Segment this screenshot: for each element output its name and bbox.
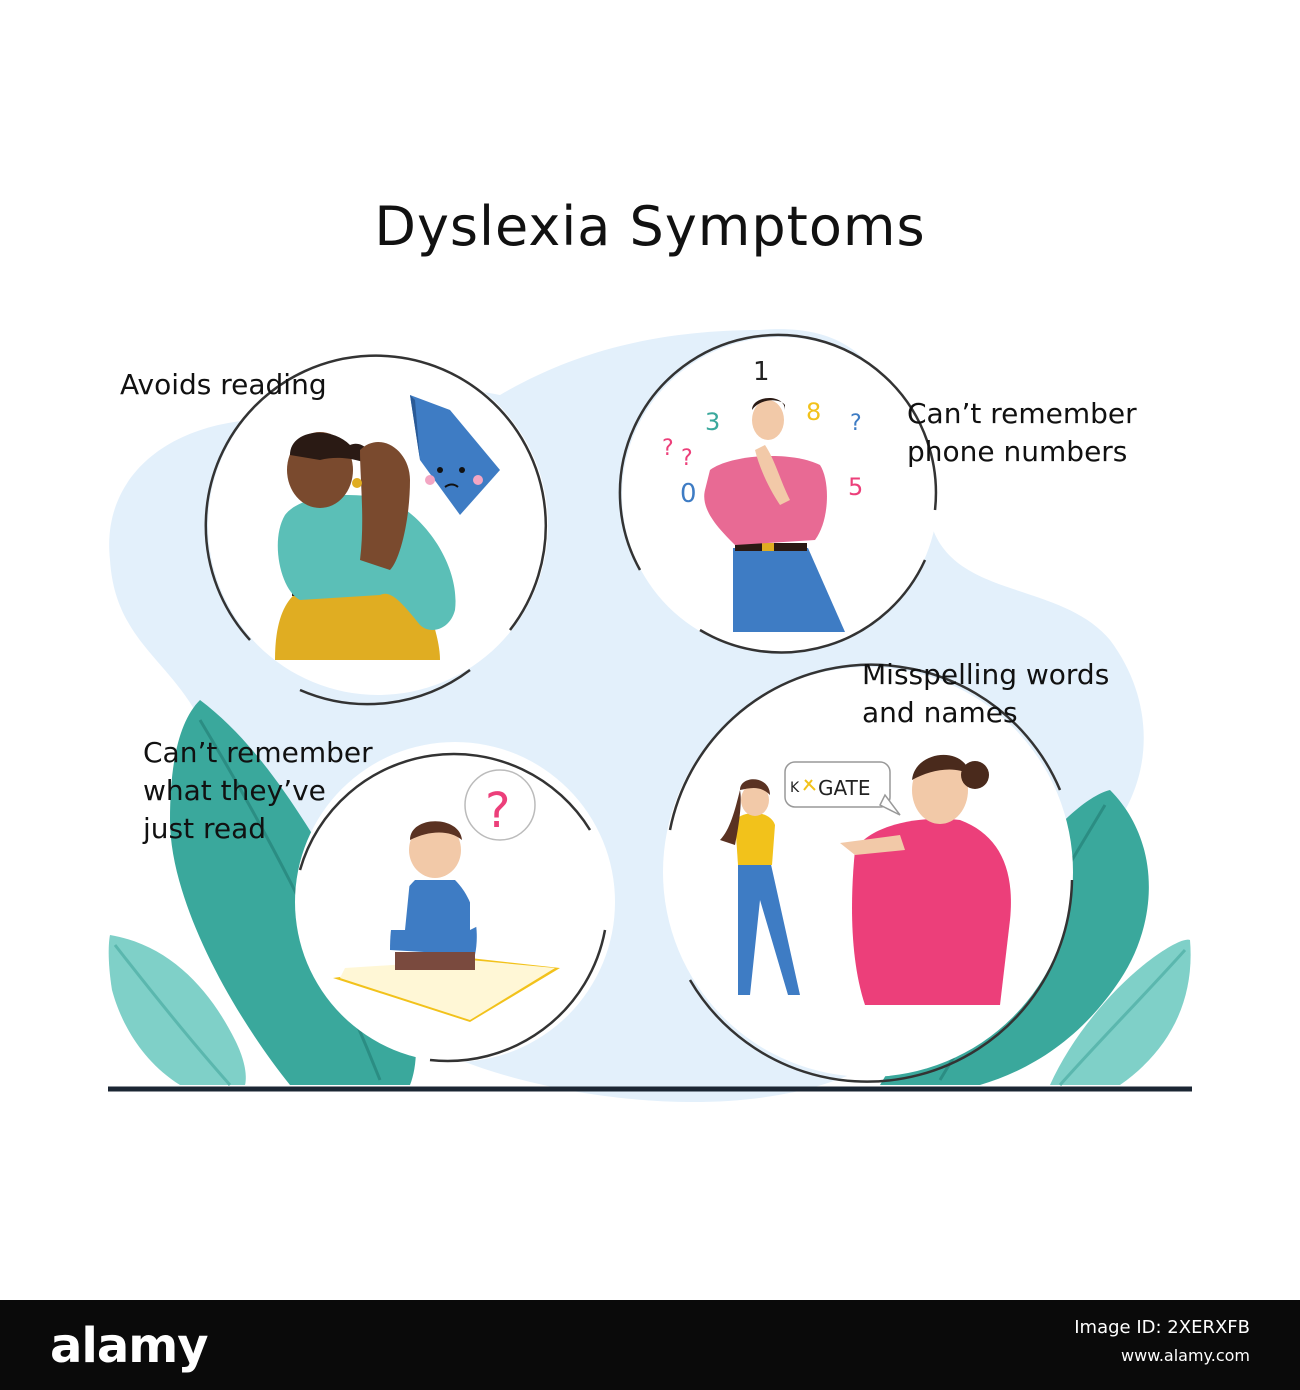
digit: ? — [850, 411, 862, 436]
speech-word: GATE — [818, 776, 870, 800]
symptom-label-avoids-reading: Avoids reading — [120, 368, 327, 401]
digit: 8 — [806, 398, 821, 426]
svg-text:K: K — [790, 780, 800, 796]
teacher-woman-illustration — [840, 754, 1011, 1005]
symptom-label-misspelling: Misspelling words and names — [862, 658, 1110, 729]
page-title: Dyslexia Symptoms — [374, 195, 926, 258]
digit: 0 — [680, 479, 697, 509]
speech-bubble: K GATE — [784, 761, 901, 816]
footer-bar: alamy Image ID: 2XERXFB www.alamy.com — [0, 1300, 1300, 1390]
digit: 5 — [848, 473, 863, 501]
question-mark: ? — [485, 783, 510, 839]
angry-book-icon — [410, 395, 500, 515]
brand-logo: alamy — [50, 1318, 209, 1374]
leaf-left-small — [108, 935, 246, 1086]
woman-avoiding-book-illustration — [275, 432, 456, 660]
digit: 1 — [753, 357, 770, 387]
boy-reading-illustration — [333, 821, 560, 1022]
image-id-block: Image ID: 2XERXFB www.alamy.com — [1074, 1314, 1250, 1370]
image-id: Image ID: 2XERXFB — [1074, 1317, 1250, 1338]
symptom-label-phone-numbers: Can’t remember phone numbers — [907, 397, 1137, 468]
illustration: 1 8 ? 3 ? ? 0 5 ? — [108, 329, 1192, 1102]
digit: 3 — [705, 408, 720, 436]
man-thinking-illustration — [704, 397, 845, 632]
digit: ? — [662, 436, 674, 461]
site-url: www.alamy.com — [1121, 1346, 1250, 1365]
question-bubble: ? — [464, 769, 536, 841]
floating-digits: 1 8 ? 3 ? ? 0 5 — [662, 357, 863, 509]
symptom-label-just-read: Can’t remember what they’ve just read — [143, 736, 373, 845]
leaf-right-small — [1050, 939, 1191, 1086]
digit: ? — [681, 446, 693, 471]
student-girl-illustration — [720, 779, 800, 995]
